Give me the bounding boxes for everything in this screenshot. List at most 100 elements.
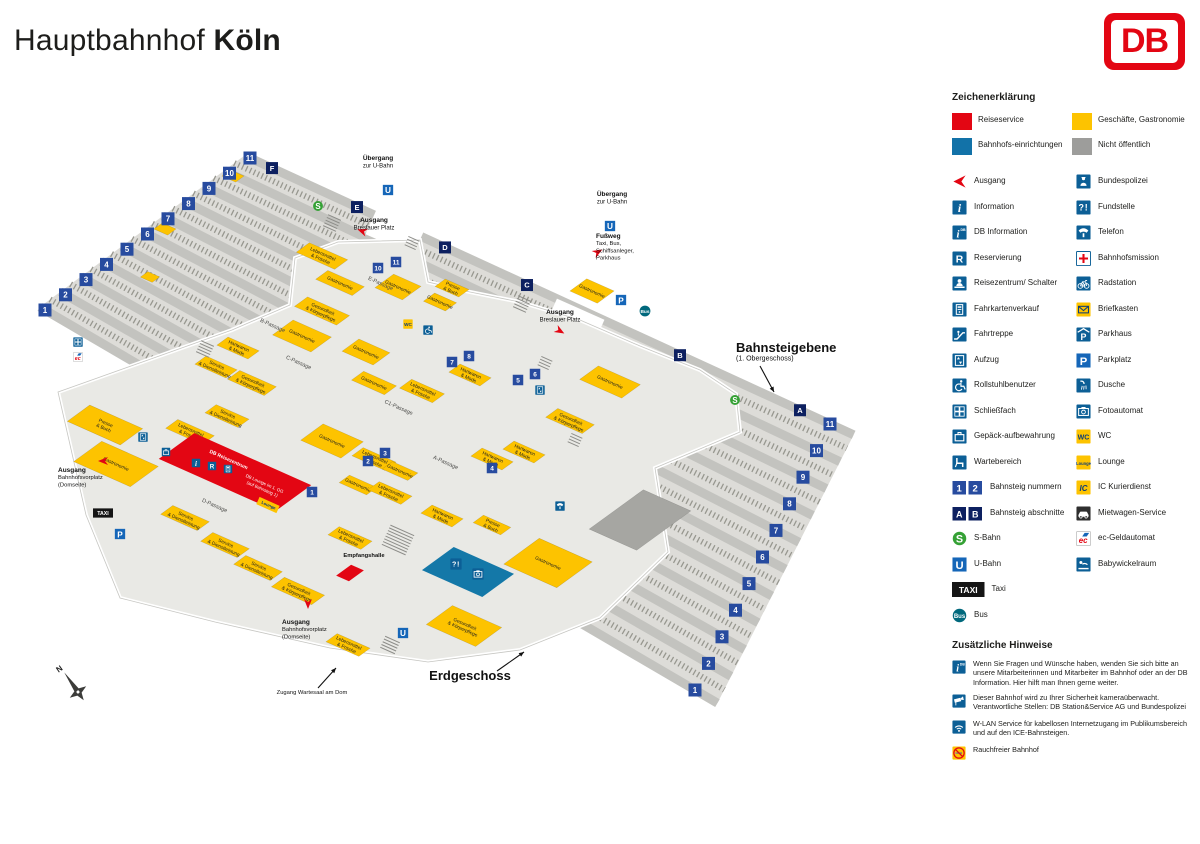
exit-arrow-icon: [553, 325, 565, 334]
svg-text:1: 1: [310, 489, 314, 496]
svg-text:WC: WC: [1078, 435, 1090, 442]
shop-block: [160, 505, 210, 531]
legend-item-label: Reisezentrum/ Schalter: [974, 278, 1058, 288]
taxi-icon: TAXI: [952, 582, 985, 598]
stairs-icon: [380, 635, 400, 655]
shop-block: [381, 461, 419, 481]
svg-text:Bus: Bus: [954, 614, 966, 620]
legend-item: Ausgang: [952, 169, 1070, 195]
note-text: Rauchfreier Bahnhof: [973, 745, 1039, 755]
gepaeckaufbewahrung-icon: [161, 447, 171, 457]
platform-number: [674, 349, 686, 362]
legend-item-label: Fundstelle: [1098, 201, 1135, 211]
platform-number: [59, 288, 72, 302]
svg-text:5: 5: [747, 579, 752, 588]
legend-item-label: Bahnsteig abschnitte: [990, 507, 1065, 517]
wc-icon: WC: [403, 319, 413, 329]
svg-text:i: i: [957, 229, 960, 240]
exit-arrow-icon: [357, 228, 369, 237]
svg-text:11: 11: [246, 154, 255, 163]
kamera-icon: [952, 694, 966, 713]
telefon-icon: [1076, 225, 1091, 240]
wartebereich-icon: [952, 455, 967, 470]
legend-color-label: Nicht öffentlich: [1098, 140, 1151, 149]
radstation-icon: [1076, 276, 1091, 291]
shop-block: [327, 526, 373, 550]
legend-item-label: Information: [974, 201, 1015, 211]
legend-item-label: Bundespolizei: [1098, 176, 1148, 186]
page-title-regular: Hauptbahnhof: [14, 24, 205, 57]
geschaefte-gastronomie-swatch: [1072, 113, 1092, 130]
legend-item-label: Rollstuhlbenutzer: [974, 380, 1036, 390]
shop-block: [153, 222, 177, 236]
reiseservice-block: [336, 564, 364, 582]
svg-text:4: 4: [490, 465, 494, 472]
note-item: W-LAN Service für kabellosen Internetzug…: [952, 719, 1194, 739]
legend-color-label: Reiseservice: [978, 115, 1024, 124]
aufzug-icon: [138, 432, 148, 442]
stairs-icon: [404, 235, 420, 251]
platform-number: [521, 279, 533, 292]
svg-text:i: i: [195, 460, 197, 468]
svg-text:2: 2: [973, 484, 978, 495]
note-text: W-LAN Service für kabellosen Internetzug…: [973, 719, 1187, 738]
compass-n-label: N: [54, 664, 64, 675]
legend-item-label: Babywickelraum: [1098, 558, 1157, 568]
fundstelle-icon: ?!: [1076, 200, 1091, 215]
wc-icon: WC: [1076, 429, 1091, 444]
legend-item-label: Fahrkartenverkauf: [974, 303, 1039, 313]
s-bahn-icon: S: [313, 201, 323, 211]
svg-text:2: 2: [63, 291, 68, 300]
legend-item-label: IC Kurierdienst: [1098, 482, 1151, 492]
note-text: Wenn Sie Fragen und Wünsche haben, wende…: [973, 659, 1188, 687]
svg-text:S: S: [956, 534, 963, 546]
svg-text:DB: DB: [960, 662, 965, 666]
svg-text:10: 10: [812, 446, 821, 455]
svg-text:5: 5: [516, 377, 520, 384]
note-item: Dieser Bahnhof wird zu Ihrer Sicherheit …: [952, 693, 1194, 713]
svg-text:3: 3: [84, 275, 89, 284]
legend-color-item: Bahnhofs-einrichtungen: [952, 138, 1066, 155]
db-logo-text: DB: [1120, 22, 1169, 60]
page-title: Hauptbahnhof Köln: [14, 24, 281, 58]
svg-text:P: P: [117, 530, 123, 539]
exit-arrow-icon: [591, 249, 603, 258]
shop-block: [325, 633, 371, 657]
u-bahn-icon: U: [952, 557, 967, 572]
platform-number: [362, 455, 374, 467]
platform-number: [141, 227, 154, 241]
svg-text:7: 7: [166, 215, 171, 224]
svg-text:R: R: [956, 254, 964, 265]
platform-number: [463, 350, 475, 362]
svg-text:i: i: [956, 664, 959, 674]
shop-block: [66, 404, 144, 446]
exit-arrow-icon: [98, 457, 108, 465]
service-center-block: [421, 547, 515, 597]
legend-item: Radstation: [1076, 271, 1194, 297]
note-text: Dieser Bahnhof wird zu Ihrer Sicherheit …: [973, 693, 1186, 712]
legend-item-label: Mietwagen-Service: [1098, 507, 1167, 517]
platform-number: [266, 162, 278, 175]
svg-text:U: U: [400, 629, 406, 638]
platform-number: [38, 303, 52, 317]
shop-block: [272, 319, 332, 353]
legend-item: Mietwagen-Service: [1076, 501, 1194, 527]
platform-number: [351, 201, 363, 214]
pointer-arrowhead: [769, 386, 774, 392]
information-icon: i: [952, 200, 967, 215]
level-upper-label: Bahnsteigebene(1. Obergeschoss): [736, 340, 836, 362]
taxi-icon: TAXI: [93, 508, 113, 518]
stairs-icon: [381, 524, 415, 556]
shop-block: [472, 514, 512, 536]
